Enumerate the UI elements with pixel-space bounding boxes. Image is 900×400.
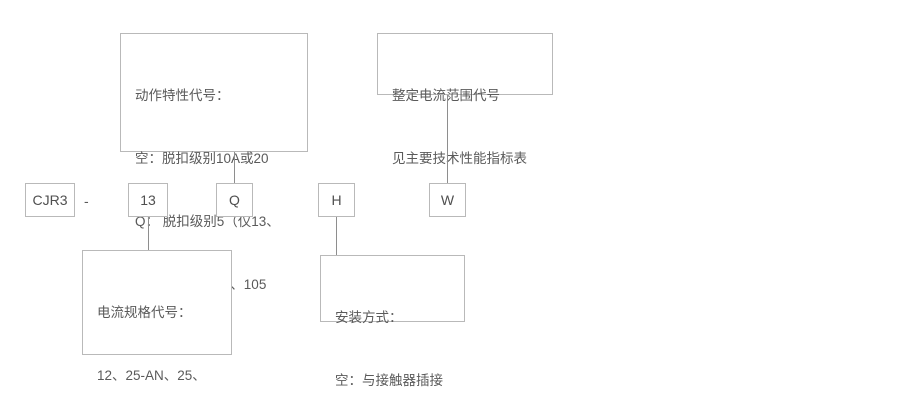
note-box-trip-characteristic: 动作特性代号： 空：脱扣级别10A或20 Q： 脱扣级别5（仅13、 25-AN… bbox=[120, 33, 308, 355]
note-line: 动作特性代号： bbox=[135, 88, 230, 103]
connector-setting-current-range bbox=[447, 95, 448, 183]
note-line: 12、25-AN、25、 bbox=[97, 368, 206, 383]
code-label: 13 bbox=[140, 192, 156, 208]
note-line: 整定电流范围代号 bbox=[392, 88, 500, 103]
code-box-trip-characteristic: Q bbox=[216, 183, 253, 217]
code-label: W bbox=[440, 192, 455, 208]
note-box-mounting: 安装方式： 空：与接触器插接 H 独立安装 bbox=[320, 255, 465, 388]
code-label: Q bbox=[229, 192, 240, 208]
code-box-setting-current-range: W bbox=[429, 183, 466, 217]
code-label: CJR3 bbox=[32, 192, 68, 208]
note-box-setting-current-range: 整定电流范围代号 见主要技术性能指标表 bbox=[377, 33, 553, 166]
note-box-current-rating: 电流规格代号： 12、25-AN、25、 50、105B、105、 160B、1… bbox=[82, 250, 232, 383]
note-line: 见主要技术性能指标表 bbox=[392, 151, 527, 166]
note-line: 安装方式： bbox=[335, 310, 403, 325]
note-line: 空：脱扣级别10A或20 bbox=[135, 151, 269, 166]
connector-trip-characteristic bbox=[234, 152, 235, 183]
code-box-current-rating: 13 bbox=[128, 183, 168, 217]
connector-current-rating bbox=[148, 217, 149, 250]
code-label: H bbox=[331, 192, 342, 208]
code-box-series: CJR3 bbox=[25, 183, 75, 217]
note-line: 电流规格代号： bbox=[97, 305, 192, 320]
code-box-mounting: H bbox=[318, 183, 355, 217]
code-separator: - bbox=[84, 193, 89, 209]
connector-mounting bbox=[336, 217, 337, 255]
note-line: Q： 脱扣级别5（仅13、 bbox=[135, 214, 280, 229]
note-line: 空：与接触器插接 bbox=[335, 373, 443, 388]
